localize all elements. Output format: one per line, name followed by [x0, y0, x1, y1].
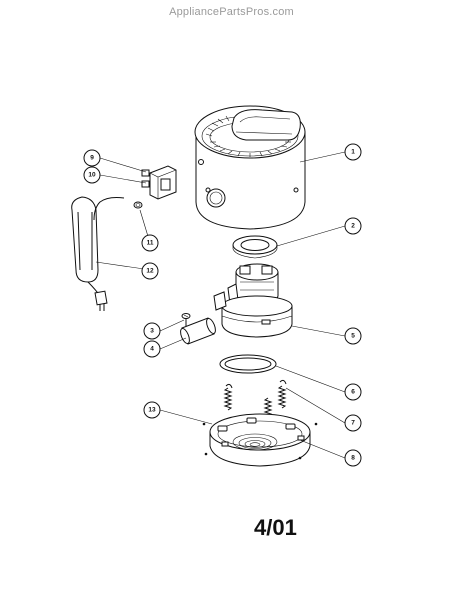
svg-text:8: 8 [351, 455, 355, 462]
svg-text:12: 12 [146, 268, 154, 275]
part-small-knob[interactable] [133, 201, 143, 209]
callout-12: 12 [141, 262, 159, 280]
svg-text:13: 13 [148, 407, 156, 414]
callout-9: 9 [83, 149, 101, 167]
callout-3: 3 [143, 322, 161, 340]
part-springs[interactable] [223, 379, 287, 417]
svg-text:6: 6 [351, 389, 355, 396]
part-cylinder-brush[interactable] [179, 317, 217, 345]
callout-4: 4 [143, 340, 161, 358]
part-gasket-ring[interactable] [232, 235, 278, 259]
callout-8: 8 [344, 449, 362, 467]
callout-5: 5 [344, 327, 362, 345]
callout-11: 11 [141, 234, 159, 252]
callout-6: 6 [344, 383, 362, 401]
callout-1: 1 [344, 143, 362, 161]
callout-13: 13 [143, 401, 161, 419]
part-power-cord[interactable] [71, 196, 125, 311]
callout-10: 10 [83, 166, 101, 184]
svg-text:11: 11 [147, 240, 154, 247]
callout-7: 7 [344, 414, 362, 432]
part-seal-ring[interactable] [219, 354, 277, 374]
watermark-text: AppliancePartsPros.com [169, 6, 294, 18]
leader-lines [95, 151, 346, 459]
callout-2: 2 [344, 217, 362, 235]
svg-text:9: 9 [90, 155, 94, 162]
svg-text:4: 4 [150, 346, 154, 353]
svg-text:1: 1 [351, 149, 355, 156]
part-motor[interactable] [213, 263, 293, 338]
svg-text:3: 3 [150, 328, 154, 335]
svg-text:2: 2 [351, 223, 355, 230]
svg-text:10: 10 [88, 172, 96, 179]
part-screw[interactable] [181, 313, 191, 327]
svg-text:7: 7 [351, 420, 355, 427]
part-housing-lid[interactable] [194, 105, 306, 230]
part-base-plate[interactable] [202, 413, 318, 467]
svg-text:5: 5 [351, 333, 355, 340]
page-label: 4/01 [254, 515, 297, 540]
part-switch-assembly[interactable] [141, 165, 177, 200]
